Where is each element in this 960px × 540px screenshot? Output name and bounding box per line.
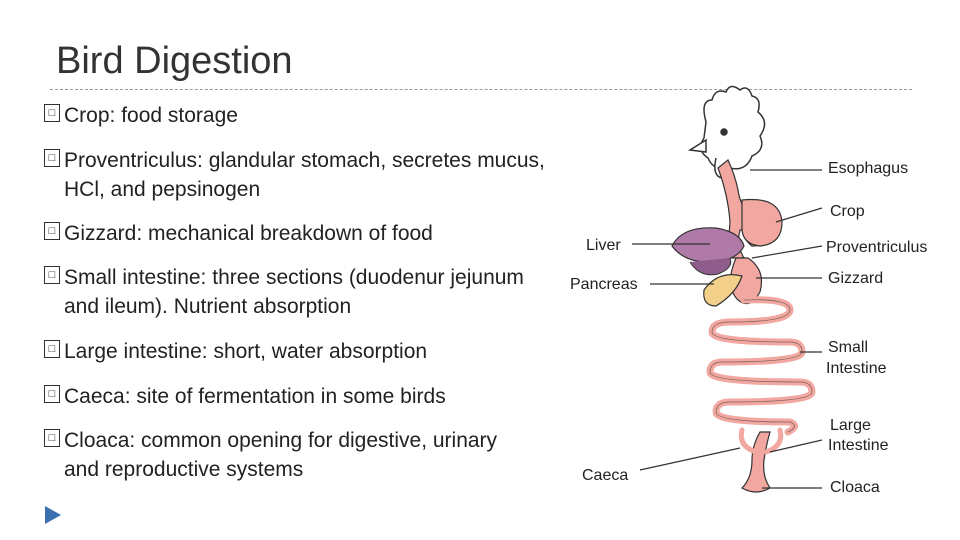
bullet-proventriculus: □ Proventriculus: glandular stomach, sec…	[44, 146, 564, 204]
bullet-small-intestine: □ Small intestine: three sections (duode…	[44, 263, 564, 321]
bullet-desc: common opening for digestive, urinary an…	[64, 429, 498, 481]
bullet-desc: short, water absorption	[207, 340, 428, 363]
bullet-large-intestine: □ Large intestine: short, water absorpti…	[44, 337, 564, 366]
bullet-desc: site of fermentation in some birds	[130, 385, 446, 408]
label-cloaca: Cloaca	[830, 479, 880, 496]
label-proventriculus: Proventriculus	[826, 239, 927, 256]
next-slide-arrow-icon[interactable]	[45, 506, 61, 524]
bullet-term: Gizzard:	[64, 222, 143, 245]
bullet-term: Small intestine:	[64, 266, 207, 289]
bullet-term: Large intestine:	[64, 340, 208, 363]
bullet-icon: □	[44, 266, 60, 284]
bullet-term: Crop:	[64, 104, 116, 127]
crop-shape	[741, 198, 783, 247]
small-intestine-shape	[706, 296, 816, 436]
bullet-icon: □	[44, 222, 60, 240]
liver-shape	[671, 227, 745, 263]
bullet-icon: □	[44, 340, 60, 358]
label-pancreas: Pancreas	[570, 276, 638, 293]
title-divider	[50, 89, 912, 90]
bullet-cloaca: □ Cloaca: common opening for digestive, …	[44, 426, 514, 484]
label-leader-lines	[632, 169, 823, 489]
bullet-icon: □	[44, 385, 60, 403]
label-esophagus: Esophagus	[828, 160, 908, 177]
large-intestine-shape	[741, 431, 771, 493]
label-small-intestine-line1: Small	[828, 339, 868, 356]
bullet-icon: □	[44, 104, 60, 122]
caeca-shape	[738, 427, 784, 455]
bullet-caeca: □ Caeca: site of fermentation in some bi…	[44, 382, 564, 411]
pancreas-shape	[703, 274, 743, 307]
bullet-crop: □ Crop: food storage	[44, 101, 564, 130]
bullet-desc: mechanical breakdown of food	[142, 222, 433, 245]
bullet-desc: glandular stomach, secretes mucus, HCl, …	[64, 149, 545, 201]
bullet-icon: □	[44, 149, 60, 167]
label-caeca: Caeca	[582, 467, 628, 484]
bullet-desc: food storage	[115, 104, 238, 127]
label-large-intestine-line2: Intestine	[828, 437, 889, 454]
label-small-intestine-line2: Intestine	[826, 360, 887, 377]
bullet-term: Cloaca:	[64, 429, 136, 452]
bullet-term: Proventriculus:	[64, 149, 203, 172]
bullet-icon: □	[44, 429, 60, 447]
bullet-gizzard: □ Gizzard: mechanical breakdown of food	[44, 219, 564, 248]
label-large-intestine-line1: Large	[830, 417, 871, 434]
slide-title: Bird Digestion	[56, 40, 293, 82]
bullet-term: Caeca:	[64, 385, 131, 408]
bullet-desc: three sections (duodenur jejunum and ile…	[64, 266, 524, 318]
label-gizzard: Gizzard	[828, 270, 883, 287]
label-crop: Crop	[830, 203, 865, 220]
label-liver: Liver	[586, 237, 621, 254]
